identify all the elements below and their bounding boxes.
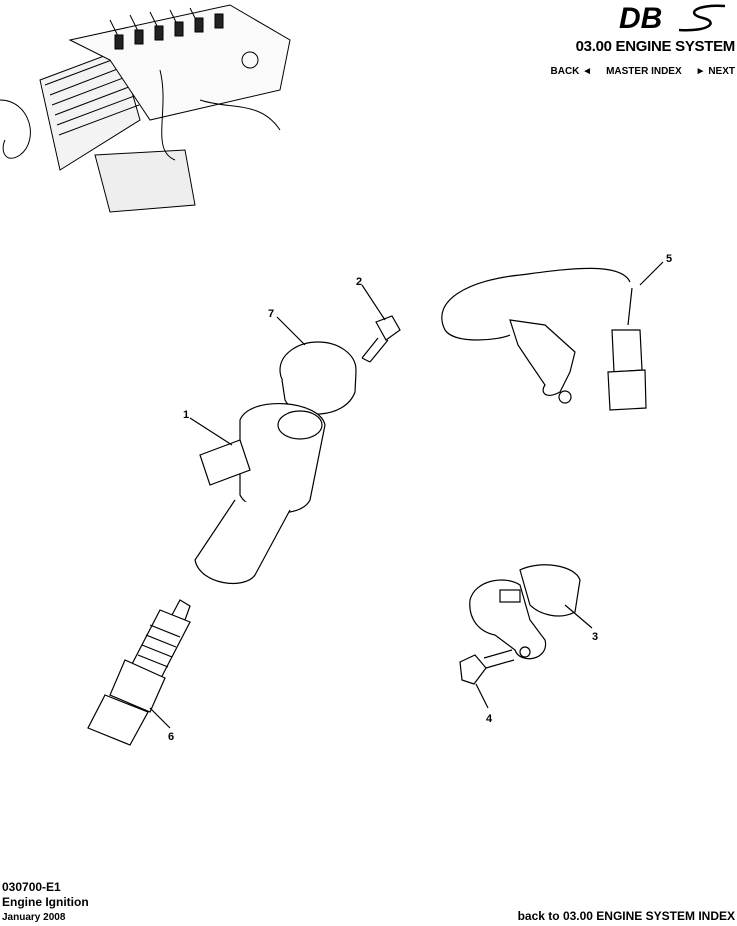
part-3-sensor <box>469 564 581 660</box>
section-title: 03.00 ENGINE SYSTEM <box>575 38 736 55</box>
callout-7: 7 <box>268 308 274 320</box>
callout-3: 3 <box>592 631 598 643</box>
callout-4: 4 <box>486 713 493 725</box>
navigation-bar: BACK ◄ MASTER INDEX ► NEXT <box>551 66 735 77</box>
drawing-name: Engine Ignition <box>2 895 89 909</box>
master-index-link[interactable]: MASTER INDEX <box>606 66 682 77</box>
part-6-spark-plug <box>87 599 191 746</box>
next-link[interactable]: ► NEXT <box>695 66 735 77</box>
part-4-bolt <box>459 649 515 685</box>
part-7-cap <box>279 341 357 415</box>
part-2-bolt <box>361 315 401 363</box>
svg-text:DB: DB <box>619 2 662 34</box>
engine-overview-illustration <box>0 4 291 213</box>
back-to-index-link[interactable]: back to 03.00 ENGINE SYSTEM INDEX <box>517 909 735 923</box>
callout-2: 2 <box>356 276 362 288</box>
back-link[interactable]: BACK ◄ <box>550 66 593 77</box>
dbs-logo: DB <box>619 2 726 34</box>
footer-info: 030700-E1 Engine Ignition January 2008 <box>2 880 89 925</box>
callout-6: 6 <box>168 731 174 743</box>
part-5-sensor-lead <box>441 267 647 411</box>
callout-1: 1 <box>183 409 189 421</box>
exploded-parts-diagram: 1 2 3 4 5 6 7 <box>87 253 672 746</box>
part-1-coil <box>194 403 326 584</box>
publication-date: January 2008 <box>2 912 66 923</box>
drawing-code: 030700-E1 <box>2 880 61 894</box>
callout-5: 5 <box>666 253 672 265</box>
